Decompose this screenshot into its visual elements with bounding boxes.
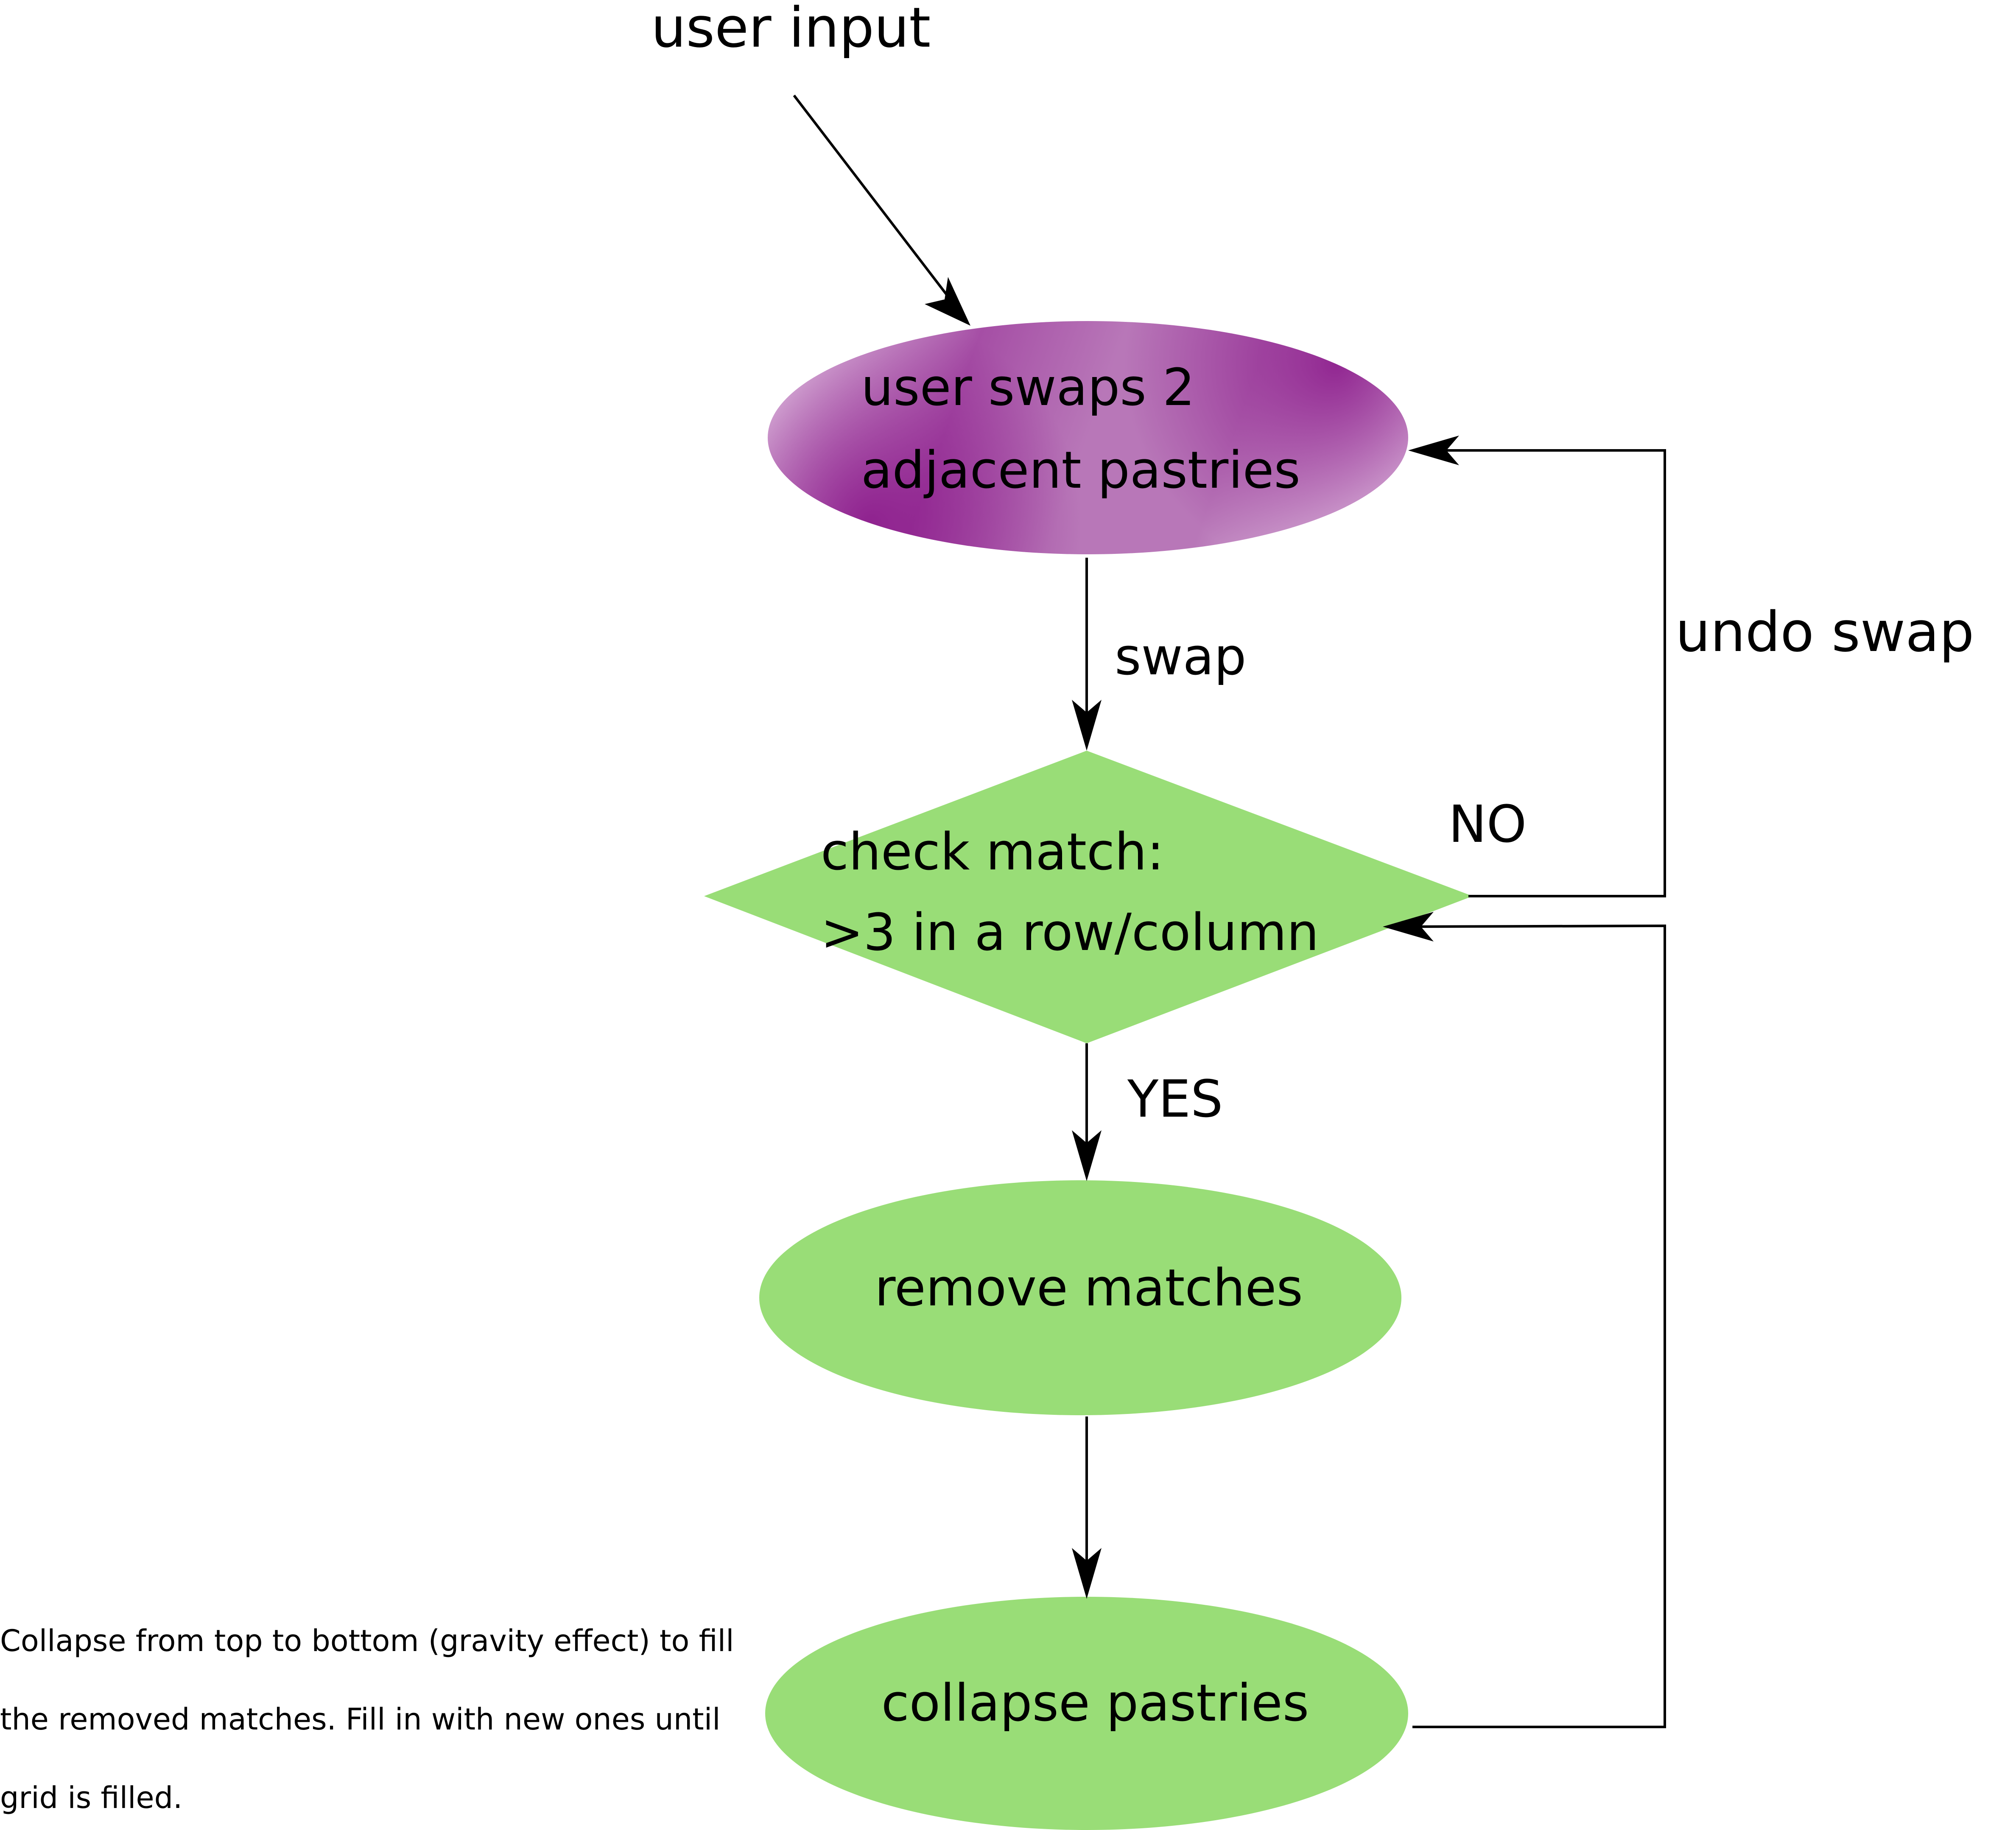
swap-node-line1: user swaps 2 — [861, 358, 1195, 417]
arrowhead-undo-swap — [1408, 436, 1459, 465]
collapse-pastries-shape — [765, 1597, 1408, 1830]
swap-edge-label: swap — [1115, 628, 1246, 687]
user-input-label: user input — [651, 0, 931, 60]
check-match-diamond — [704, 751, 1473, 1043]
no-label: NO — [1448, 795, 1527, 854]
swap-node: user swaps 2 adjacent pastries — [768, 321, 1408, 554]
note-line3: grid is filled. — [0, 1780, 182, 1815]
collapse-pastries-label: collapse pastries — [881, 1674, 1309, 1733]
check-match-node: check match: >3 in a row/column — [704, 751, 1473, 1043]
connector-collapse-loop — [1412, 924, 1666, 1728]
remove-matches-node: remove matches — [759, 1180, 1401, 1415]
arrowhead-remove-collapse — [1072, 1548, 1102, 1599]
arrowhead-check-remove — [1072, 1130, 1102, 1181]
note-line1: Collapse from top to bottom (gravity eff… — [0, 1623, 734, 1658]
arrow-input-to-swap — [793, 95, 953, 303]
arrowhead-swap-check — [1072, 700, 1102, 751]
swap-node-line2: adjacent pastries — [861, 441, 1300, 500]
collapse-note: Collapse from top to bottom (gravity eff… — [0, 1623, 734, 1815]
connector-no-undo-swap — [1438, 449, 1666, 897]
undo-swap-label: undo swap — [1675, 600, 1974, 664]
arrowhead-loop-check — [1383, 912, 1434, 942]
note-line2: the removed matches. Fill in with new on… — [0, 1702, 721, 1737]
arrowhead-input — [925, 277, 970, 326]
yes-label: YES — [1127, 1070, 1223, 1129]
check-match-line2: >3 in a row/column — [821, 903, 1319, 962]
remove-matches-label: remove matches — [875, 1259, 1303, 1318]
arrowheads — [925, 277, 1459, 1599]
collapse-pastries-node: collapse pastries — [765, 1597, 1408, 1830]
remove-matches-shape — [759, 1180, 1401, 1415]
connectors — [793, 95, 1666, 1728]
check-match-line1: check match: — [821, 823, 1164, 882]
